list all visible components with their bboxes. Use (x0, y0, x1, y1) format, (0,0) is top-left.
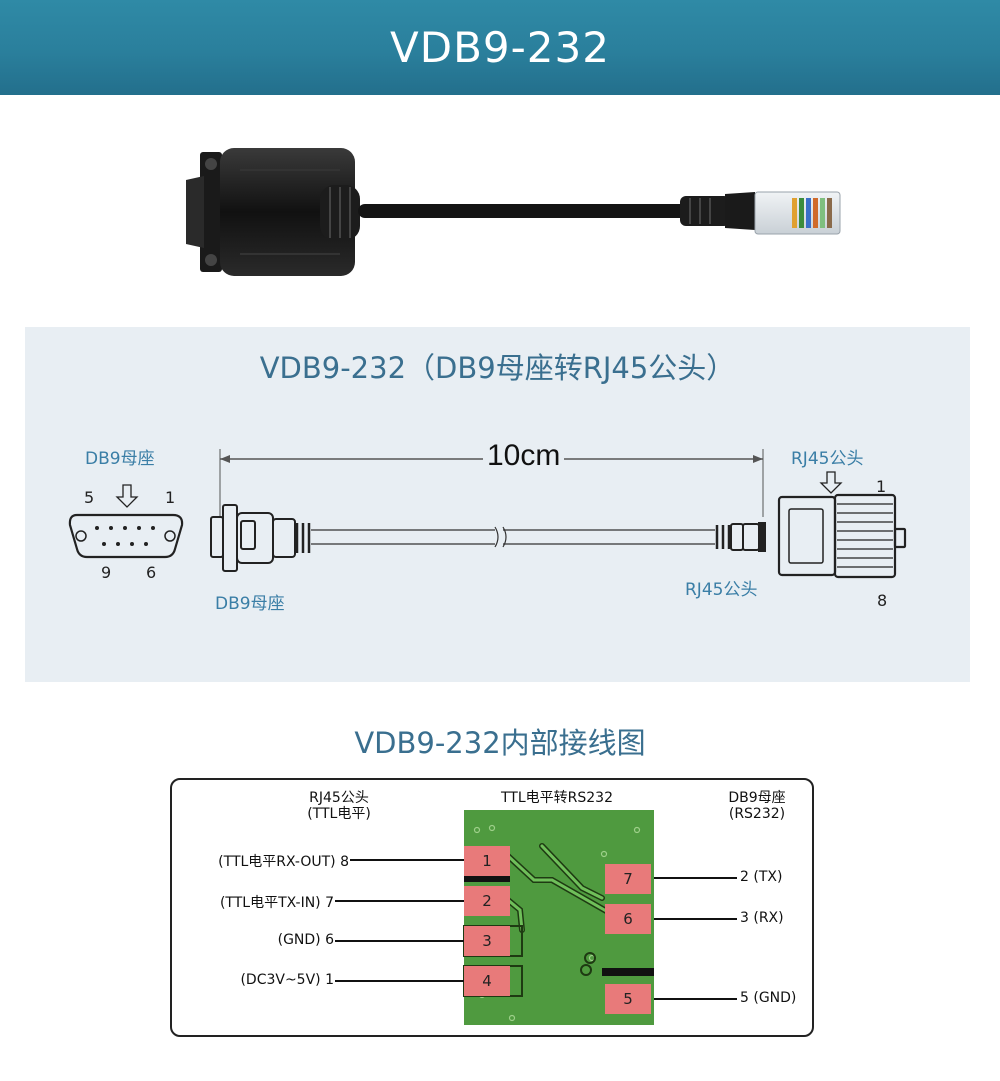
pcb-pad-6: 6 (605, 904, 651, 934)
pcb-pad-5: 5 (605, 984, 651, 1014)
page-title: VDB9-232 (390, 23, 610, 72)
pcb-pad-7: 7 (605, 864, 651, 894)
rj45-pin-8-label: 8 (877, 591, 888, 610)
db9-side-outline (210, 504, 311, 572)
db9-pin-5-label: 5 (84, 488, 95, 507)
connector-diagram-drawing (68, 449, 907, 579)
left-label-4: (DC3V~5V) 1 (240, 972, 334, 988)
wiring-diagram: RJ45公头 (TTL电平) TTL电平转RS232 DB9母座 (RS232)… (170, 778, 814, 1037)
col-head-rj45-line1: RJ45公头 (309, 790, 369, 806)
col-head-rj45: RJ45公头 (TTL电平) (284, 790, 394, 822)
col-head-db9-line1: DB9母座 (728, 790, 786, 806)
rj45-side-outline (715, 522, 766, 552)
pcb-pad-4: 4 (464, 966, 510, 996)
col-head-rj45-line2: (TTL电平) (307, 806, 371, 822)
db9-face-outline (68, 484, 184, 559)
db9-pin-1-label: 1 (165, 488, 176, 507)
diagram-title: VDB9-232（DB9母座转RJ45公头） (259, 351, 736, 385)
right-label-rx: 3 (RX) (740, 910, 784, 926)
wiring-title: VDB9-232内部接线图 (354, 726, 646, 760)
col-head-db9: DB9母座 (RS232) (712, 790, 802, 822)
db9-pin-6-label: 6 (146, 563, 157, 582)
col-head-converter: TTL电平转RS232 (501, 790, 613, 806)
cable-outline (311, 526, 715, 548)
rj45-side-label: RJ45公头 (685, 580, 758, 600)
rj45-face-label: RJ45公头 (791, 449, 864, 469)
db9-pin-9-label: 9 (101, 563, 112, 582)
col-head-db9-line2: (RS232) (728, 806, 786, 822)
cable-product-image (186, 148, 841, 276)
left-label-1: (TTL电平RX-OUT) 8 (218, 854, 349, 870)
rj45-face-outline (777, 471, 907, 579)
db9-side-label: DB9母座 (215, 594, 285, 614)
pcb-pad-1: 1 (464, 846, 510, 876)
header-banner: VDB9-232 (0, 0, 1000, 95)
db9-face-label: DB9母座 (85, 449, 155, 469)
right-label-gnd: 5 (GND) (740, 990, 797, 1006)
cable-length-label: 10cm (483, 439, 565, 473)
right-label-tx: 2 (TX) (740, 869, 783, 885)
left-label-2: (TTL电平TX-IN) 7 (219, 895, 334, 911)
rj45-pin-1-label: 1 (876, 477, 887, 496)
connector-diagram-panel: VDB9-232（DB9母座转RJ45公头） (25, 327, 970, 682)
pcb-pad-3: 3 (464, 926, 510, 956)
left-label-3: (GND) 6 (277, 932, 334, 948)
pcb-pad-2: 2 (464, 886, 510, 916)
